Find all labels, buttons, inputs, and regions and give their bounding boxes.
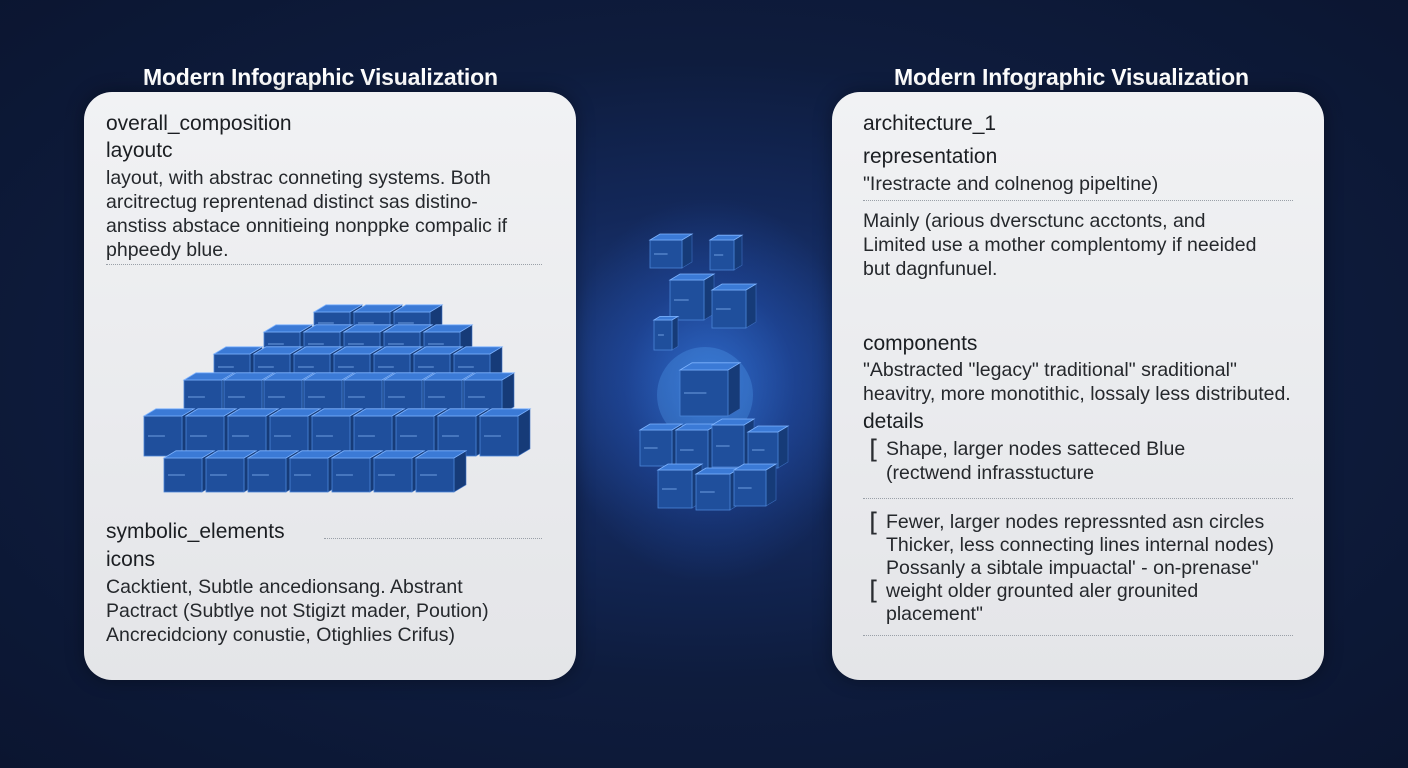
base-cube [656,463,704,509]
right-body-line: Mainly (arious dversctunc acctonts, and [863,210,1206,232]
left-body-line: phpeedy blue. [106,239,229,261]
bracket-mark: [ [869,435,880,465]
base-cube [732,463,778,507]
detail2-line: Possanly a sibtale impuactal' - on-prena… [886,557,1259,579]
heading-overall-composition: overall_composition [106,112,292,135]
left-body-line: anstiss abstace onnitieing nonppke compa… [106,215,508,237]
core-node-cube [678,362,742,417]
base-cube [694,467,742,511]
base-cube [746,425,790,469]
block-cube [462,372,516,415]
floating-cube [648,233,694,269]
divider [324,538,542,539]
floating-cube [652,315,680,351]
block-cube [162,450,216,493]
floating-cube [708,234,744,271]
heading-architecture: architecture_1 [863,112,997,135]
components-line: "Abstracted "legacy" traditional" sradit… [863,359,1237,381]
left-body2-line: Pactract (Subtlye not Stigizt mader, Pou… [106,600,489,622]
bracket-mark: [ [869,508,880,538]
floating-cube [710,283,758,329]
right-body-line: Limited use a mother complentomy if neei… [863,234,1257,256]
heading-details: details [863,410,924,433]
divider [863,635,1293,636]
block-cube [414,450,468,493]
block-grid-illustration [142,304,532,493]
detail2-line: placement" [886,603,983,625]
components-line: heavitry, more monotithic, lossaly less … [863,383,1291,405]
bracket-mark: [ [869,576,880,606]
block-cube [436,408,490,457]
left-panel-title: Modern Infographic Visualization [143,64,498,90]
heading-layout: layoutc [106,139,173,162]
right-panel: architecture_1 representation "Irestract… [832,92,1324,680]
block-cube [478,408,532,457]
detail2-line: Thicker, less connecting lines internal … [886,534,1275,556]
heading-representation: representation [863,145,998,168]
divider [863,498,1293,499]
heading-icons: icons [106,548,156,571]
heading-symbolic-elements: symbolic_elements [106,520,285,543]
detail2-line: Fewer, larger nodes repressnted asn circ… [886,511,1265,533]
detail1-line: (rectwend infrasstucture [886,462,1095,484]
floating-cube [668,273,716,321]
divider [863,200,1293,201]
right-panel-title: Modern Infographic Visualization [894,64,1249,90]
left-body2-line: Ancrecidciony conustie, Otighlies Crifus… [106,624,455,646]
detail1-line: Shape, larger nodes satteced Blue [886,438,1186,460]
right-body-line: but dagnfunuel. [863,258,998,280]
detail2-line: weight older grounted aler grounited [886,580,1199,602]
base-cube [638,423,684,467]
divider [106,264,542,265]
left-panel: overall_composition layoutc layout, with… [84,92,576,680]
left-body-line: arcitrectug reprentenad distinct sas dis… [106,191,478,213]
representation-quote: "Irestracte and colnenog pipeltine) [863,173,1159,195]
heading-components: components [863,332,978,355]
left-body2-line: Cacktient, Subtle ancedionsang. Abstrant [106,576,463,598]
central-node-stack-illustration [638,233,790,511]
left-body-line: layout, with abstrac conneting systems. … [106,167,491,189]
